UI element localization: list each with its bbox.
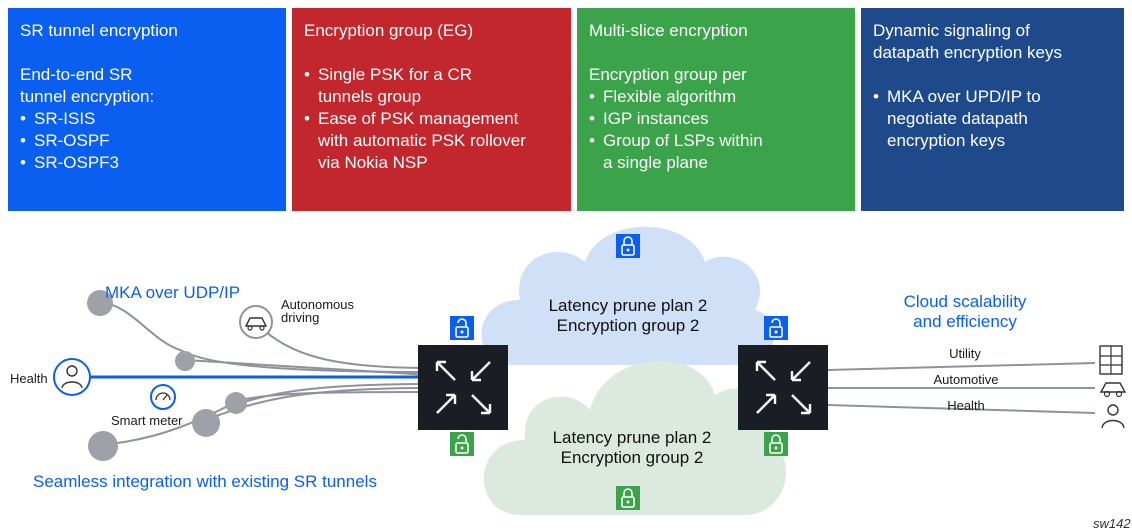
panel-multi-slice-encryption: Multi-slice encryption Encryption group … [577, 8, 855, 211]
left-router [418, 345, 508, 430]
utility-label: Utility [949, 346, 981, 361]
panel-bullet-list: SR-ISIS SR-OSPF SR-OSPF3 [20, 108, 274, 174]
device-node [175, 351, 195, 371]
autonomous-label: Autonomous [281, 297, 354, 312]
panel-bullet: SR-OSPF [20, 130, 274, 152]
right-link-lines [827, 362, 1096, 414]
panel-bullet: SR-OSPF3 [20, 152, 274, 174]
panel-bullet: Single PSK for a CR tunnels group [304, 64, 559, 108]
smart-meter-label: Smart meter [111, 413, 183, 428]
utility-icon [1099, 345, 1123, 375]
device-node [225, 392, 247, 414]
panel-dynamic-signaling: Dynamic signaling of datapath encryption… [861, 8, 1124, 211]
seamless-label: Seamless integration with existing SR tu… [33, 472, 377, 491]
panel-intro: Encryption group per [589, 65, 747, 84]
driving-label: driving [281, 310, 319, 325]
panel-intro: End-to-end SR tunnel encryption: [20, 65, 155, 106]
panel-encryption-group: Encryption group (EG) Single PSK for a C… [292, 8, 571, 211]
unlock-icon [764, 316, 788, 340]
health-right-icon [1101, 404, 1125, 429]
cloud-scalability-line1: Cloud scalability [904, 292, 1027, 311]
cloud-top [481, 226, 775, 365]
car-icon [239, 305, 273, 339]
smart-meter-icon [150, 384, 176, 410]
device-node [192, 409, 220, 437]
device-node [88, 431, 118, 461]
lock-icon [764, 432, 788, 456]
mka-label: MKA over UDP/IP [105, 283, 240, 302]
cloud-top-line2: Encryption group 2 [557, 316, 700, 335]
panel-bullet: IGP instances [589, 108, 843, 130]
panel-title: Multi-slice encryption [589, 21, 748, 40]
panel-title: SR tunnel encryption [20, 21, 178, 40]
automotive-label: Automotive [933, 372, 998, 387]
lock-icon [616, 486, 640, 510]
panel-bullet: Ease of PSK management with automatic PS… [304, 108, 559, 174]
cloud-scalability-line2: and efficiency [913, 312, 1017, 331]
unlock-icon [450, 432, 474, 456]
health-right-label: Health [947, 398, 985, 413]
panel-bullet-list: Single PSK for a CR tunnels group Ease o… [304, 64, 559, 174]
automotive-icon [1099, 382, 1127, 398]
panel-bullet: Flexible algorithm [589, 86, 843, 108]
health-left-label: Health [10, 371, 48, 386]
cloud-bottom [483, 360, 787, 515]
health-person-icon [53, 358, 91, 396]
device-node [87, 290, 113, 316]
panel-sr-tunnel-encryption: SR tunnel encryption End-to-end SR tunne… [8, 8, 286, 211]
lock-icon [616, 234, 640, 258]
right-router [738, 345, 828, 430]
panel-bullet: MKA over UPD/IP to negotiate datapath en… [873, 86, 1112, 152]
panel-title: Encryption group (EG) [304, 21, 474, 40]
panel-bullet: SR-ISIS [20, 108, 274, 130]
cloud-top-line1: Latency prune plan 2 [549, 296, 708, 315]
cloud-bottom-line2: Encryption group 2 [561, 448, 704, 467]
device-nodes [87, 290, 247, 461]
panel-bullet-list: MKA over UPD/IP to negotiate datapath en… [873, 86, 1112, 152]
cloud-bottom-line1: Latency prune plan 2 [553, 428, 712, 447]
unlock-icon [450, 316, 474, 340]
panel-bullet-list: Flexible algorithm IGP instances Group o… [589, 86, 843, 174]
figure-id: sw142 [1093, 516, 1131, 531]
panel-bullet: Group of LSPs within a single plane [589, 130, 843, 174]
panel-title: Dynamic signaling of datapath encryption… [873, 21, 1063, 62]
